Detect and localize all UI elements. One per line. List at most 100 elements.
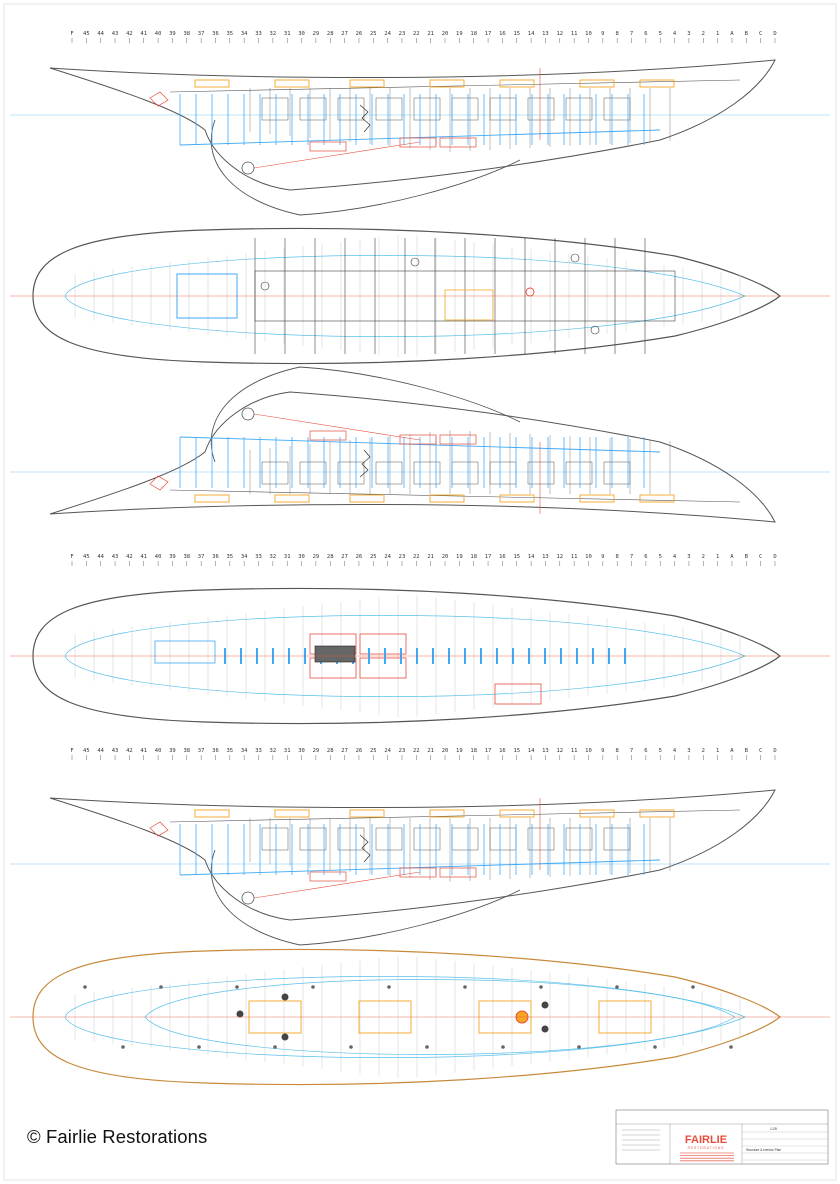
winch-icon [281, 1033, 289, 1041]
ruler-label: 44 [97, 554, 104, 560]
ruler-label: 15 [513, 748, 520, 754]
deck-fitting-icon [197, 1045, 201, 1049]
deck-fitting-icon [349, 1045, 353, 1049]
ruler-label: 39 [169, 554, 176, 560]
ruler-label: 37 [198, 748, 205, 754]
ruler-label: 25 [370, 554, 377, 560]
ruler-label: 41 [140, 554, 147, 560]
drawing-scale: 1:25 [770, 1127, 777, 1131]
ruler-label: C [759, 748, 762, 754]
profile-view-starboard [49, 366, 776, 523]
ruler-label: 38 [183, 748, 190, 754]
ruler-label: 42 [126, 554, 133, 560]
cabinet-box [299, 97, 327, 121]
ruler-label: 37 [198, 31, 205, 37]
deck-hatch [429, 809, 465, 818]
ruler-label: 36 [212, 554, 219, 560]
ruler-label: 43 [112, 554, 119, 560]
ruler-label: 34 [241, 748, 248, 754]
ruler-label: 37 [198, 554, 205, 560]
ruler-label: 44 [97, 748, 104, 754]
ruler-label: 33 [255, 554, 262, 560]
ruler-label: 45 [83, 554, 90, 560]
ruler-label: 43 [112, 748, 119, 754]
ruler-label: 34 [241, 31, 248, 37]
ruler-label: 1 [716, 748, 719, 754]
ruler-label: 42 [126, 31, 133, 37]
ruler-label: C [759, 31, 762, 37]
ruler-label: 12 [556, 748, 563, 754]
cabinet-box [261, 97, 289, 121]
ruler-label: 17 [485, 554, 492, 560]
engine-block [314, 645, 356, 663]
ruler-label: 8 [616, 31, 619, 37]
head-fixture-icon [410, 257, 420, 267]
deck-fitting-icon [387, 985, 391, 989]
deck-fitting-icon [235, 985, 239, 989]
ruler-label: 45 [83, 31, 90, 37]
cabinet-box [261, 827, 289, 851]
deck-fitting-icon [729, 1045, 733, 1049]
ruler-label: 6 [644, 554, 647, 560]
ruler-label: 14 [528, 31, 535, 37]
ruler-label: 28 [327, 554, 334, 560]
deck-fitting-icon [425, 1045, 429, 1049]
deck-hatch [639, 79, 675, 88]
ruler-label: 13 [542, 31, 549, 37]
deck-fitting-icon [539, 985, 543, 989]
tank-outline [309, 430, 347, 441]
ruler-label: 17 [485, 748, 492, 754]
shaft-line [253, 141, 421, 169]
deck-hatch [274, 494, 310, 503]
ruler-label: D [773, 554, 776, 560]
ruler-label: 23 [399, 748, 406, 754]
deck-hatch [349, 494, 385, 503]
deck-hatch [639, 494, 675, 503]
ruler-label: 27 [341, 554, 348, 560]
ruler-label: 16 [499, 31, 506, 37]
winch-icon [541, 1025, 549, 1033]
ruler-label: 38 [183, 554, 190, 560]
deck-hatch [579, 809, 615, 818]
ruler-label: 29 [313, 554, 320, 560]
ruler-label: 31 [284, 554, 291, 560]
hull-outline [49, 59, 776, 191]
ruler-label: 13 [542, 554, 549, 560]
ruler-label: 32 [270, 31, 277, 37]
ruler-label: 13 [542, 748, 549, 754]
cabinet-box [375, 827, 403, 851]
ruler-label: 22 [413, 748, 420, 754]
ruler-label: 43 [112, 31, 119, 37]
ruler-label: 42 [126, 748, 133, 754]
cabinet-box [375, 461, 403, 485]
ruler-label: B [745, 31, 749, 37]
head-fixture-icon [570, 253, 580, 263]
ruler-label: 39 [169, 748, 176, 754]
deck-hatch [274, 79, 310, 88]
ruler-label: 21 [427, 748, 434, 754]
tank-outline [439, 434, 477, 445]
deck-hatch [194, 809, 230, 818]
deck-hatch [499, 809, 535, 818]
tank-outline [399, 137, 437, 148]
ruler-label: 14 [528, 554, 535, 560]
ruler-label: 12 [556, 31, 563, 37]
ruler-label: 27 [341, 748, 348, 754]
deck-fitting-icon [691, 985, 695, 989]
ruler-label: 1 [716, 31, 719, 37]
cabinet-box [603, 97, 631, 121]
ruler-label: 3 [687, 31, 690, 37]
deck-line [169, 809, 741, 823]
ruler-label: 25 [370, 748, 377, 754]
cabinet-box [337, 827, 365, 851]
ruler-label: 26 [356, 554, 363, 560]
deck-hatch [499, 79, 535, 88]
shaft-line [253, 871, 421, 899]
deck-fitting-icon [577, 1045, 581, 1049]
cabinet-box [299, 827, 327, 851]
ruler-label: 5 [659, 554, 662, 560]
ruler-label: 24 [384, 31, 391, 37]
ruler-label: 19 [456, 554, 463, 560]
